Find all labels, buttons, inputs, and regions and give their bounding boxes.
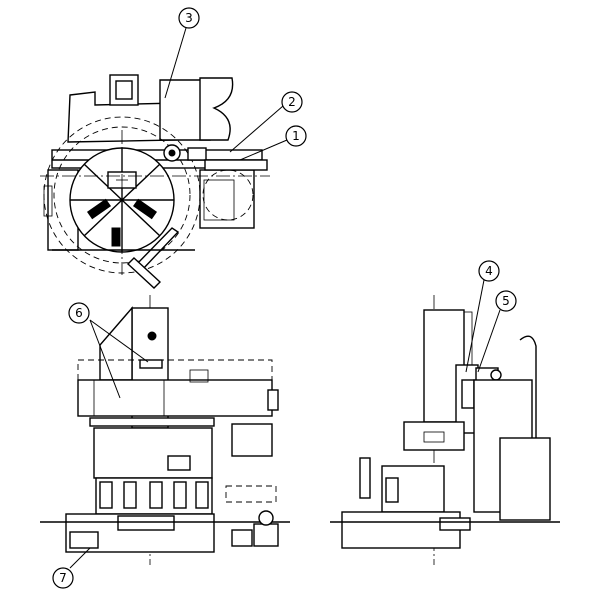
callout-5: 5 [495, 290, 517, 312]
callout-5-label: 5 [502, 294, 510, 308]
callout-1: 1 [285, 125, 307, 147]
callout-2-label: 2 [288, 95, 296, 109]
callout-6: 6 [68, 302, 90, 324]
front-view [40, 295, 290, 565]
callout-7-label: 7 [59, 571, 67, 585]
callout-4-label: 4 [485, 264, 493, 278]
callout-6-label: 6 [75, 306, 83, 320]
callout-2: 2 [281, 91, 303, 113]
callout-3-label: 3 [185, 11, 193, 25]
callout-4: 4 [478, 260, 500, 282]
callout-3: 3 [178, 7, 200, 29]
side-view [330, 295, 560, 565]
leader-lines [69, 27, 501, 569]
callout-7: 7 [52, 567, 74, 589]
callout-1-label: 1 [292, 129, 300, 143]
top-view [40, 74, 270, 289]
